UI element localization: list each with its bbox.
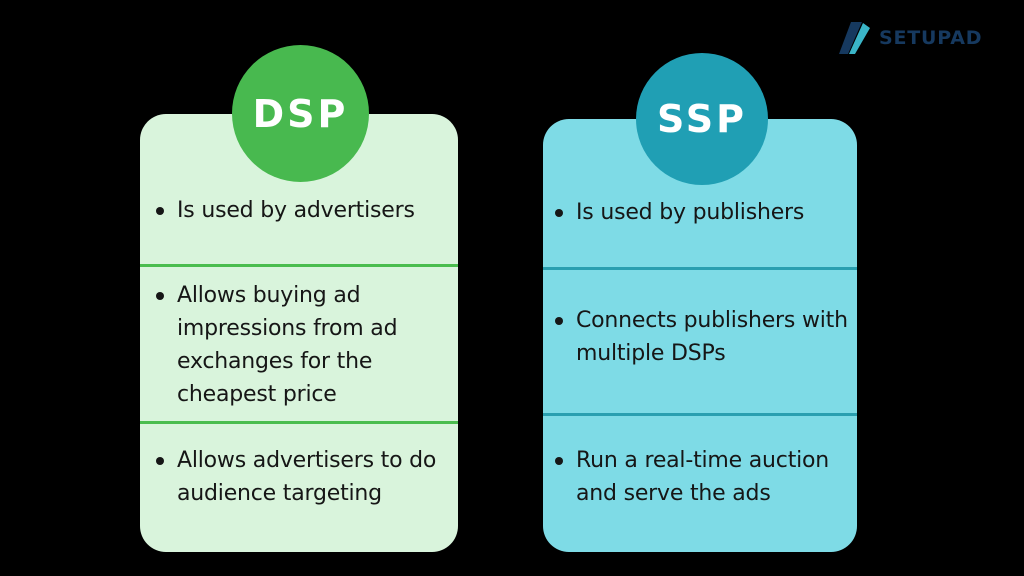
ssp-circle-badge: SSP: [636, 53, 768, 185]
dsp-item: Allows advertisers to do audience target…: [156, 444, 447, 510]
item-text: Is used by publishers: [576, 200, 805, 225]
item-text: Is used by advertisers: [177, 198, 415, 223]
item-text: Connects publishers with multiple DSPs: [576, 308, 848, 366]
setupad-logo: SETUPAD: [839, 22, 982, 54]
ssp-item: Connects publishers with multiple DSPs: [555, 304, 852, 370]
setupad-a-icon: [839, 22, 872, 54]
dsp-item: Allows buying ad impressions from ad exc…: [156, 279, 401, 411]
bullet-icon: [555, 209, 563, 217]
dsp-circle-badge: DSP: [232, 45, 369, 182]
dsp-title: DSP: [252, 91, 349, 136]
item-text: Allows advertisers to do audience target…: [177, 448, 437, 506]
dsp-divider-2: [140, 421, 458, 424]
ssp-divider-1: [543, 267, 857, 270]
bullet-icon: [156, 207, 164, 215]
bullet-icon: [555, 457, 563, 465]
bullet-icon: [156, 292, 164, 300]
ssp-item: Run a real-time auction and serve the ad…: [555, 444, 838, 510]
bullet-icon: [555, 317, 563, 325]
item-text: Allows buying ad impressions from ad exc…: [177, 283, 398, 407]
ssp-item: Is used by publishers: [555, 196, 804, 229]
dsp-card: [140, 114, 458, 552]
ssp-divider-2: [543, 413, 857, 416]
ssp-title: SSP: [657, 97, 747, 141]
item-text: Run a real-time auction and serve the ad…: [576, 448, 830, 506]
ssp-card: [543, 119, 857, 552]
dsp-item: Is used by advertisers: [156, 194, 415, 227]
dsp-divider-1: [140, 264, 458, 267]
setupad-wordmark: SETUPAD: [879, 27, 983, 49]
bullet-icon: [156, 457, 164, 465]
